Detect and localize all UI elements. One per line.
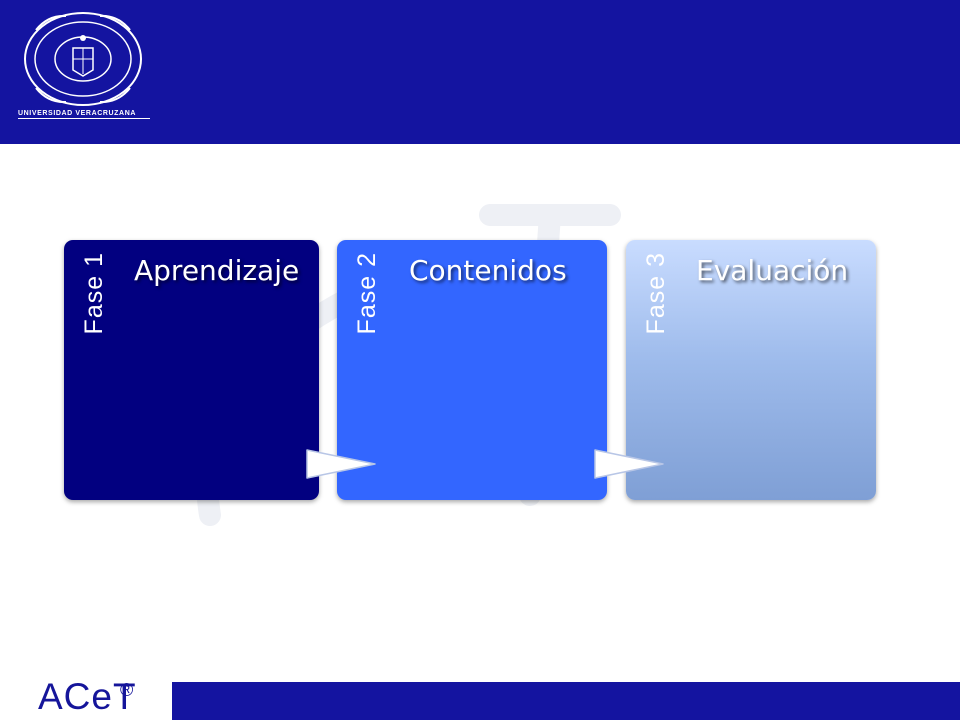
footer-bar xyxy=(172,682,960,720)
phase-label: Fase 2 xyxy=(353,252,381,335)
university-logo: UNIVERSIDAD VERACRUZANA xyxy=(18,10,158,128)
phase-card-1: Fase 1 Aprendizaje xyxy=(64,240,319,500)
arrow-right-icon xyxy=(594,449,664,479)
phase-label: Fase 1 xyxy=(80,252,108,335)
phase-label: Fase 3 xyxy=(642,252,670,335)
phase-title: Aprendizaje xyxy=(134,254,300,287)
acet-logo: ACeT xyxy=(38,676,137,717)
university-seal-icon xyxy=(24,12,142,106)
arrow-right-icon xyxy=(306,449,376,479)
logo-wordmark: UNIVERSIDAD VERACRUZANA xyxy=(18,110,150,119)
top-banner: UNIVERSIDAD VERACRUZANA xyxy=(0,0,960,144)
phase-card-3: Fase 3 Evaluación xyxy=(626,240,876,500)
phase-card-2: Fase 2 Contenidos xyxy=(337,240,607,500)
registered-mark: ® xyxy=(120,680,134,700)
phase-title: Evaluación xyxy=(696,254,849,287)
phase-title: Contenidos xyxy=(409,254,567,287)
